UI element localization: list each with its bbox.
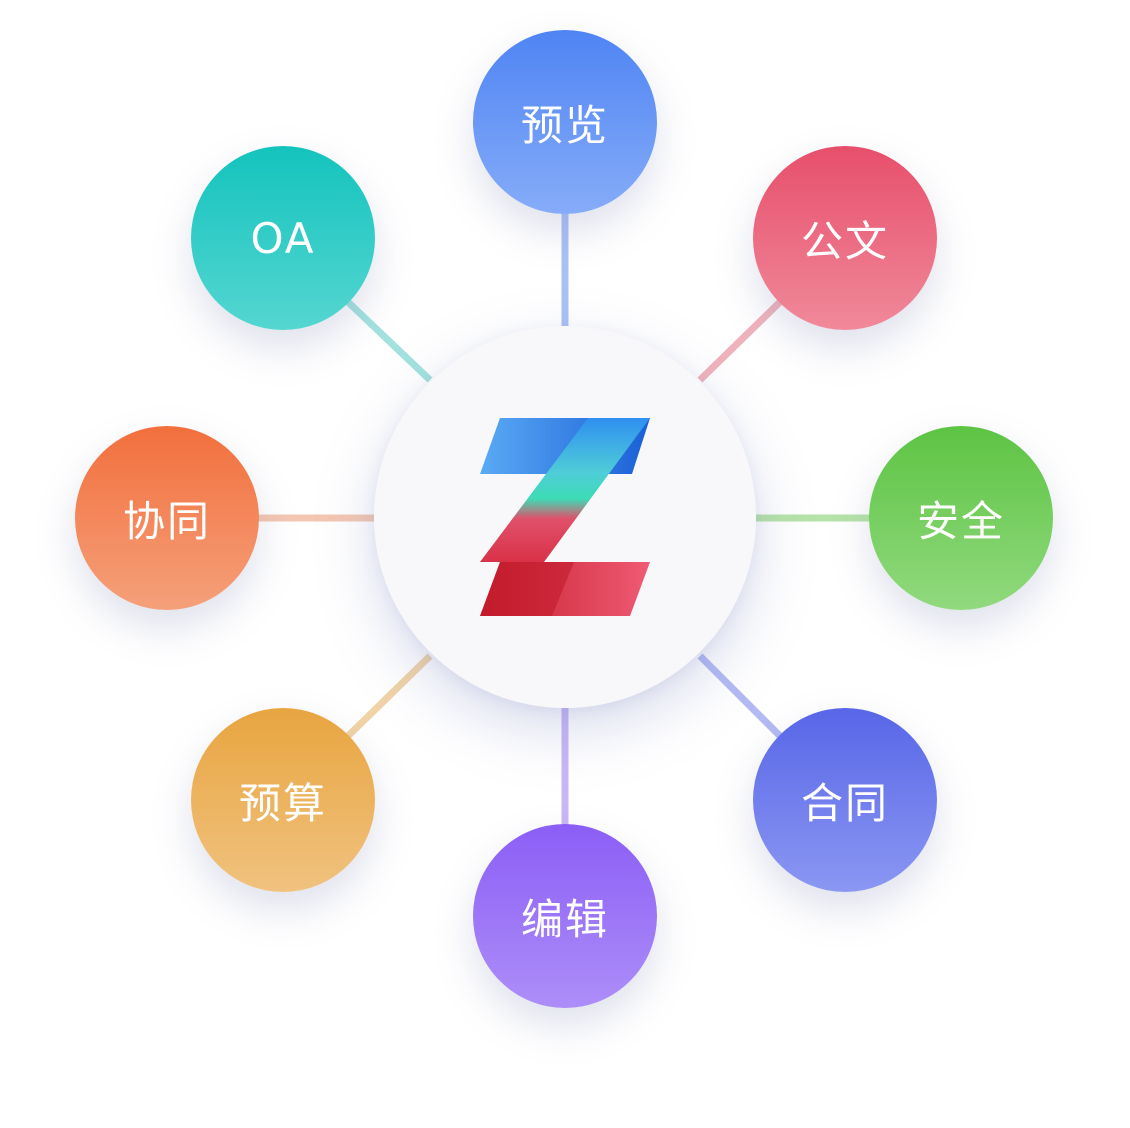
node-preview-label: 预览: [520, 100, 609, 150]
node-oa[interactable]: OA: [191, 146, 375, 330]
connector-gongwen: [697, 299, 783, 383]
connector-budget: [345, 653, 433, 739]
node-gongwen-label: 公文: [800, 216, 889, 266]
node-budget[interactable]: 预算: [191, 708, 375, 892]
node-contract-label: 合同: [800, 778, 889, 828]
node-preview[interactable]: 预览: [473, 30, 657, 214]
connector-oa: [345, 299, 433, 383]
node-budget-label: 预算: [238, 778, 327, 828]
node-security-label: 安全: [916, 496, 1005, 546]
node-contract[interactable]: 合同: [753, 708, 937, 892]
node-edit[interactable]: 编辑: [473, 824, 657, 1008]
node-oa-label: OA: [250, 213, 316, 263]
center-hub: [374, 326, 756, 708]
node-edit-label: 编辑: [520, 894, 609, 944]
z-logo-icon: [480, 418, 650, 616]
node-gongwen[interactable]: 公文: [753, 146, 937, 330]
node-collab[interactable]: 协同: [75, 426, 259, 610]
node-security[interactable]: 安全: [869, 426, 1053, 610]
connector-contract: [697, 653, 783, 739]
node-collab-label: 协同: [122, 496, 211, 546]
